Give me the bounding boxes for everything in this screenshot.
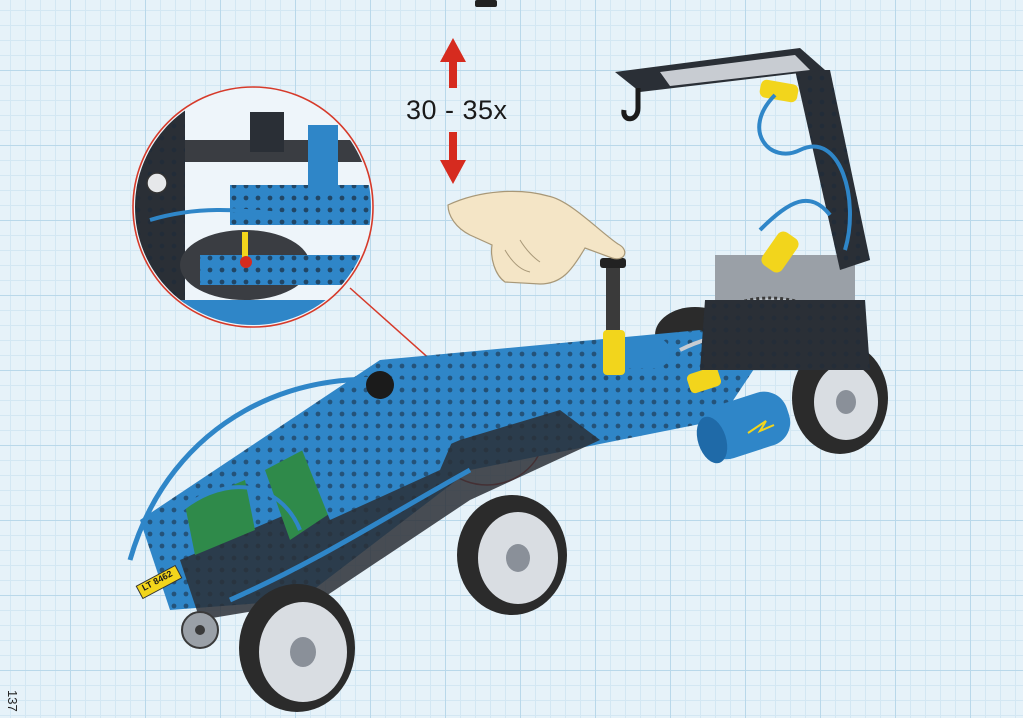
engine-knob: [366, 371, 394, 399]
down-arrow-icon: [440, 132, 466, 184]
front-wheel-right: [457, 495, 567, 615]
pointing-hand-icon: [447, 190, 626, 285]
main-chassis: [127, 330, 792, 620]
page-number: 137: [5, 690, 20, 712]
front-wheel-left: [239, 584, 355, 712]
up-arrow-icon: [440, 38, 466, 88]
frame-cylinder: [686, 366, 722, 394]
page-top-tab: [475, 0, 497, 7]
repeat-count-label: 30 - 35x: [406, 95, 508, 125]
model-decal: [135, 564, 183, 600]
air-pump: [600, 258, 626, 375]
crane-arm: [615, 48, 870, 370]
detail-callout: [132, 86, 374, 328]
small-front-wheel: [181, 611, 219, 649]
pneumatic-tank: [696, 391, 791, 464]
